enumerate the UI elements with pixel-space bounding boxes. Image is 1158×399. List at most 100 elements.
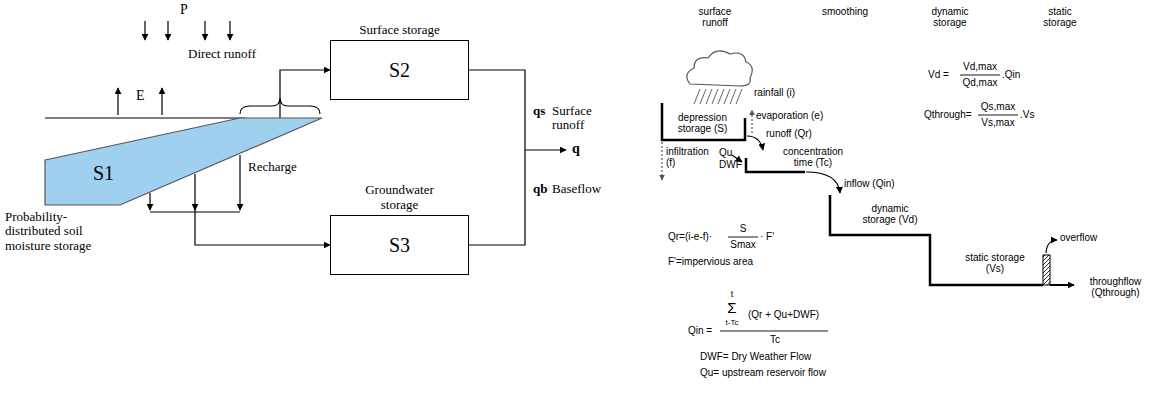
formula-term: Σ xyxy=(722,300,742,317)
fraction-bars xyxy=(960,75,1000,76)
flow-label: Baseflow xyxy=(552,182,601,196)
node-heading: Groundwater storage xyxy=(355,183,445,212)
stage-heading: static storage xyxy=(1035,6,1085,28)
process-label: evaporation (e) xyxy=(756,110,823,121)
precipitation-arrows xyxy=(229,21,230,40)
stage-heading: surface runoff xyxy=(690,6,740,28)
process-label: concentration time (Tc) xyxy=(778,146,848,168)
process-arrows xyxy=(806,172,840,193)
process-label: overflow xyxy=(1060,232,1097,243)
rain-streaks xyxy=(700,89,706,104)
rain-cloud xyxy=(687,51,752,86)
formula-term: .Qin xyxy=(1002,69,1020,80)
evaporation-arrows xyxy=(118,88,162,115)
runoff-staircase xyxy=(662,103,745,140)
process-label: Qu xyxy=(719,147,732,158)
recharge-drops xyxy=(194,174,195,210)
node-heading: Surface storage xyxy=(337,23,462,37)
outflow-lines xyxy=(455,70,566,245)
stage-heading: smoothing xyxy=(815,6,875,17)
rain-cloud xyxy=(687,51,752,86)
formula-term: Qthrough= xyxy=(924,109,972,120)
fraction-bars xyxy=(978,115,1018,116)
process-arrows xyxy=(751,110,752,133)
rain-streaks xyxy=(736,89,742,104)
process-label: runoff (Qr) xyxy=(766,128,812,139)
precipitation-arrows xyxy=(145,21,230,40)
recharge-drops xyxy=(149,193,150,210)
soil-band xyxy=(45,118,322,205)
overflow-weir xyxy=(1043,255,1050,285)
evaporation-arrows xyxy=(117,88,118,115)
formula-term: Qu= upstream reservoir flow xyxy=(700,367,826,378)
ground-line xyxy=(45,117,245,118)
node-heading: Probability-distributed soil moisture st… xyxy=(5,210,115,253)
outflow-lines xyxy=(525,149,566,150)
formula-term: t xyxy=(722,290,742,300)
flow-label: qb xyxy=(533,182,547,196)
formula-term: · F' xyxy=(760,231,774,242)
formula-term: Qr=(i-e-f)· xyxy=(668,231,712,242)
flow-label: q xyxy=(572,141,580,156)
stage-heading: dynamic storage xyxy=(925,6,975,28)
storage-symbol: S3 xyxy=(331,234,468,256)
process-label: depression storage (S) xyxy=(665,112,740,134)
rain-streaks xyxy=(706,89,712,104)
process-arrows xyxy=(1046,240,1057,253)
storage-symbol: S1 xyxy=(93,162,114,184)
edge-label: Direct runoff xyxy=(188,47,256,61)
process-label: dynamic storage (Vd) xyxy=(855,203,925,225)
process-label: DWF xyxy=(719,159,742,170)
process-label: rainfall (i) xyxy=(754,87,795,98)
storage-box: Groundwater storageS3 xyxy=(330,215,469,275)
rain-streaks xyxy=(694,89,700,104)
precipitation-arrows xyxy=(144,21,145,40)
ground-line xyxy=(45,117,245,118)
flow-label: E xyxy=(136,88,145,103)
formula-term: Vd,max xyxy=(958,61,1002,72)
precipitation-arrows xyxy=(167,21,168,40)
rain-streaks xyxy=(718,89,724,104)
runoff-staircase xyxy=(1050,284,1074,286)
formula-term: .Vs xyxy=(1020,109,1034,120)
formula-term: S xyxy=(728,223,758,234)
rain-streaks xyxy=(694,89,742,104)
formula-term: Qin = xyxy=(688,325,712,336)
formula-term: Vs,max xyxy=(976,117,1020,128)
flow-label: P xyxy=(180,2,188,17)
formula-term: Qd,max xyxy=(958,77,1002,88)
rain-streaks xyxy=(730,89,736,104)
formula-term: t-Tc xyxy=(719,319,745,328)
evaporation-arrows xyxy=(161,88,162,115)
formula-term: F'=impervious area xyxy=(668,256,753,267)
rain-streaks xyxy=(712,89,718,104)
flow-connector xyxy=(280,70,330,118)
runoff-staircase xyxy=(830,195,1043,285)
process-label: infiltration (f) xyxy=(666,146,716,168)
flow-label: qs xyxy=(533,104,545,118)
process-arrows xyxy=(747,136,763,150)
formula-term: Qs,max xyxy=(976,101,1020,112)
precipitation-arrows xyxy=(204,21,205,40)
storage-symbol: S2 xyxy=(331,59,468,81)
flow-connector xyxy=(195,205,330,245)
process-arrows xyxy=(662,110,1057,253)
overflow-weir xyxy=(1043,255,1050,285)
process-label: throughflow (Qthrough) xyxy=(1078,276,1153,298)
fraction-bars xyxy=(720,75,1018,331)
process-label: inflow (Qin) xyxy=(844,178,895,189)
recharge-drops xyxy=(239,155,240,210)
formula-term: DWF= Dry Weather Flow xyxy=(700,351,811,362)
formula-term: Vd = xyxy=(928,69,949,80)
formula-term: Tc xyxy=(760,334,790,345)
flow-label: Surface runoff xyxy=(552,104,610,133)
fraction-bars xyxy=(720,331,828,332)
formula-term: Smax xyxy=(728,239,758,250)
runoff-staircase xyxy=(662,103,1074,285)
formula-term: (Qr + Qu+DWF) xyxy=(748,309,819,320)
fraction-bars xyxy=(728,237,758,238)
